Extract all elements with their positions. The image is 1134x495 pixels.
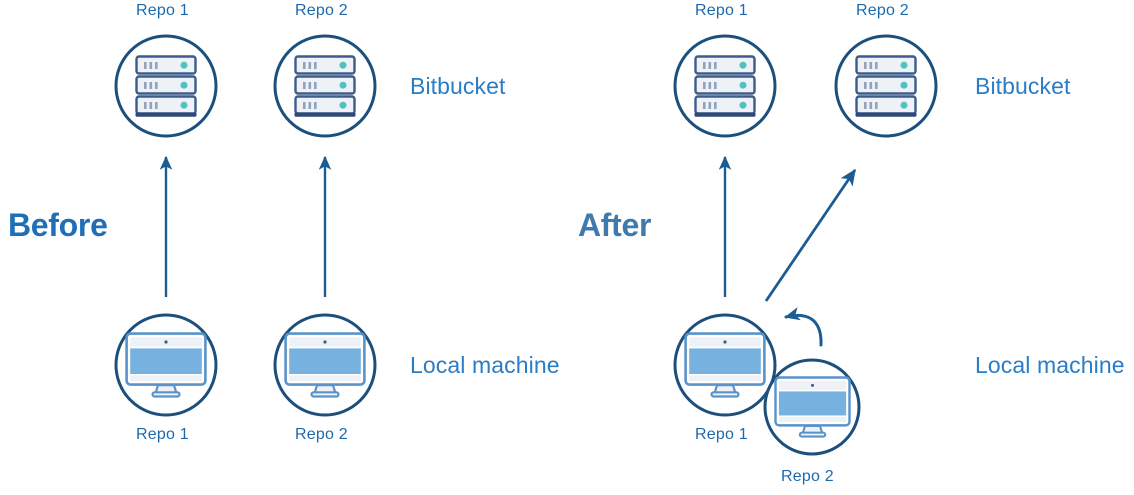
arrow-group-before bbox=[159, 155, 332, 297]
server-icon bbox=[293, 55, 357, 117]
arrow-group-after bbox=[718, 155, 857, 302]
node-after-local-repo1 bbox=[673, 313, 777, 417]
node-after-remote-repo1 bbox=[673, 34, 777, 138]
node-before-remote-repo1 bbox=[114, 34, 218, 138]
side-label-local-machine-left: Local machine bbox=[410, 352, 560, 378]
side-label-local-machine-right: Local machine bbox=[975, 352, 1125, 378]
node-after-local-repo2 bbox=[763, 358, 861, 456]
node-label-before-local-repo2: Repo 2 bbox=[295, 426, 348, 443]
server-icon bbox=[693, 55, 757, 117]
node-label-after-local-repo1: Repo 1 bbox=[695, 426, 748, 443]
side-label-bitbucket-left: Bitbucket bbox=[410, 73, 506, 99]
server-icon bbox=[134, 55, 198, 117]
node-before-remote-repo2 bbox=[273, 34, 377, 138]
section-title-after: After bbox=[578, 207, 652, 243]
section-title-before: Before bbox=[8, 207, 108, 243]
node-before-local-repo2 bbox=[273, 313, 377, 417]
node-after-remote-repo2 bbox=[834, 34, 938, 138]
arrow-after-clone-curve bbox=[784, 307, 823, 347]
node-label-after-local-repo2: Repo 2 bbox=[781, 468, 834, 485]
server-icon bbox=[854, 55, 918, 117]
node-label-before-remote-repo1: Repo 1 bbox=[136, 2, 189, 19]
node-before-local-repo1 bbox=[114, 313, 218, 417]
node-label-after-remote-repo2: Repo 2 bbox=[856, 2, 909, 19]
node-label-after-remote-repo1: Repo 1 bbox=[695, 2, 748, 19]
node-label-before-remote-repo2: Repo 2 bbox=[295, 2, 348, 19]
arrow-after-push-repo2 bbox=[764, 168, 857, 302]
node-label-before-local-repo1: Repo 1 bbox=[136, 426, 189, 443]
side-label-bitbucket-right: Bitbucket bbox=[975, 73, 1071, 99]
